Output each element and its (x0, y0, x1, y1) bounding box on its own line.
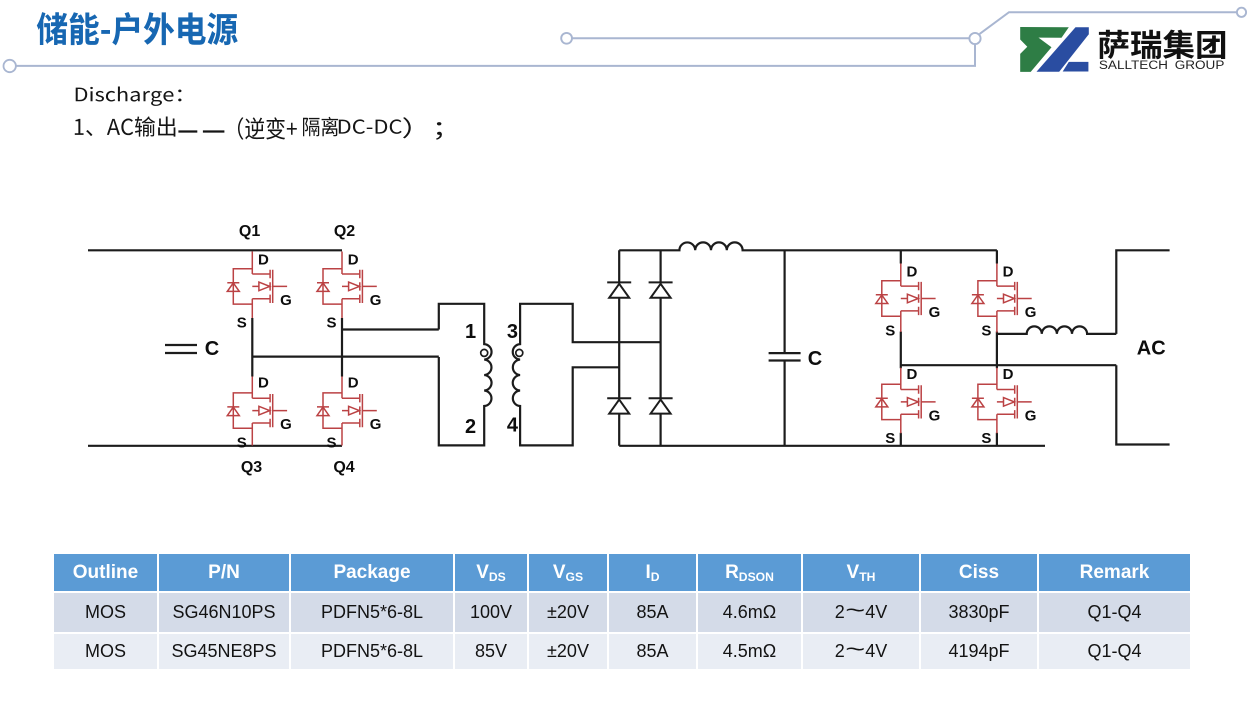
svg-text:G: G (370, 292, 382, 309)
svg-text:Q3: Q3 (241, 459, 262, 476)
svg-text:G: G (280, 292, 292, 309)
svg-text:G: G (929, 304, 941, 321)
svg-text:AC: AC (1137, 338, 1166, 360)
svg-text:D: D (348, 375, 359, 392)
svg-text:D: D (1003, 264, 1014, 281)
svg-text:S: S (885, 323, 895, 340)
svg-text:4: 4 (507, 415, 519, 437)
svg-text:SALLTECH GROUP: SALLTECH GROUP (1099, 60, 1225, 72)
svg-text:D: D (258, 375, 269, 392)
svg-text:C: C (205, 338, 219, 360)
svg-text:S: S (981, 323, 991, 340)
svg-text:S: S (981, 430, 991, 447)
svg-text:S: S (885, 430, 895, 447)
svg-text:G: G (1025, 304, 1037, 321)
svg-text:D: D (1003, 366, 1014, 383)
svg-text:1: 1 (465, 321, 476, 343)
svg-text:G: G (370, 416, 382, 433)
svg-text:D: D (907, 264, 918, 281)
svg-text:S: S (237, 435, 247, 452)
svg-text:D: D (258, 251, 269, 268)
svg-text:2: 2 (465, 416, 476, 438)
svg-text:3: 3 (507, 321, 518, 343)
svg-text:G: G (929, 407, 941, 424)
svg-text:G: G (1025, 407, 1037, 424)
svg-text:S: S (327, 435, 337, 452)
svg-text:Q4: Q4 (333, 459, 354, 476)
svg-text:Q1: Q1 (239, 223, 260, 240)
svg-text:G: G (280, 416, 292, 433)
svg-text:Q2: Q2 (334, 223, 355, 240)
svg-text:C: C (808, 348, 822, 370)
svg-text:S: S (327, 314, 337, 331)
svg-text:D: D (348, 251, 359, 268)
svg-text:D: D (907, 366, 918, 383)
svg-text:S: S (237, 314, 247, 331)
